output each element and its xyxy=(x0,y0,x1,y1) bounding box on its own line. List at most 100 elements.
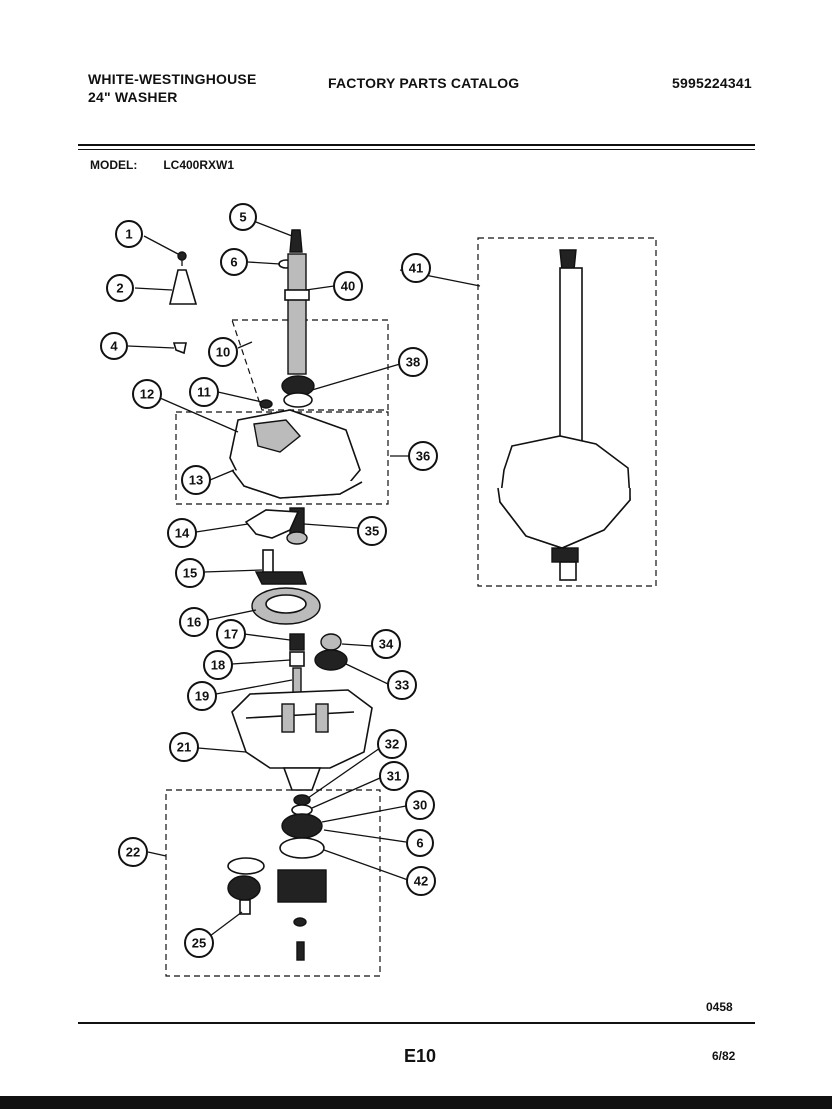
callout-6-top: 6 xyxy=(220,248,248,276)
svg-text:13: 13 xyxy=(189,473,203,488)
clip-part xyxy=(172,342,187,355)
callout-5: 5 xyxy=(229,203,257,231)
svg-text:2: 2 xyxy=(116,281,123,296)
model-line: MODEL: LC400RXW1 xyxy=(90,158,234,172)
agitator-cap-part xyxy=(168,269,198,305)
footer-rule xyxy=(78,1022,755,1024)
group-box-10 xyxy=(231,319,389,411)
svg-text:16: 16 xyxy=(187,615,201,630)
svg-text:34: 34 xyxy=(379,637,394,652)
callout-19: 19 xyxy=(187,681,217,711)
catalog-number: 5995224341 xyxy=(672,75,752,91)
svg-text:4: 4 xyxy=(110,339,118,354)
svg-text:42: 42 xyxy=(414,874,428,889)
group-box-41 xyxy=(477,237,657,587)
callout-4: 4 xyxy=(100,332,128,360)
svg-text:30: 30 xyxy=(413,798,427,813)
model-number: LC400RXW1 xyxy=(163,158,235,172)
gear-collar-part xyxy=(289,633,305,651)
idler-gear-part xyxy=(320,633,342,651)
svg-text:12: 12 xyxy=(140,387,154,402)
svg-text:25: 25 xyxy=(192,936,206,951)
svg-text:38: 38 xyxy=(406,355,420,370)
svg-text:41: 41 xyxy=(409,261,423,276)
svg-text:32: 32 xyxy=(385,737,399,752)
svg-text:6: 6 xyxy=(416,836,423,851)
callout-10: 10 xyxy=(208,337,238,367)
pulley-part xyxy=(227,875,261,901)
callout-31: 31 xyxy=(379,761,409,791)
diagram-code: 0458 xyxy=(706,1000,733,1014)
callout-33: 33 xyxy=(387,670,417,700)
page-number: E10 xyxy=(404,1046,437,1066)
callout-34: 34 xyxy=(371,629,401,659)
thrust-washer-part xyxy=(279,837,325,859)
catalog-date: 6/82 xyxy=(712,1049,736,1063)
crank-arm-part xyxy=(254,571,307,585)
callout-16: 16 xyxy=(179,607,209,637)
clutch-part-30 xyxy=(281,813,323,839)
callout-22: 22 xyxy=(118,837,148,867)
header-rule xyxy=(78,144,755,146)
clutch-drum-part xyxy=(277,869,327,903)
svg-text:1: 1 xyxy=(125,227,132,242)
brand-name: WHITE-WESTINGHOUSE xyxy=(88,71,257,87)
svg-text:11: 11 xyxy=(197,385,211,400)
scan-edge-bar xyxy=(0,1096,832,1109)
callout-32: 32 xyxy=(377,729,407,759)
bearing-part-32 xyxy=(293,794,311,806)
bolt-part xyxy=(296,941,305,961)
svg-text:31: 31 xyxy=(387,769,401,784)
shaft-tip-part xyxy=(289,229,303,253)
svg-text:21: 21 xyxy=(177,740,191,755)
svg-text:6: 6 xyxy=(230,255,237,270)
callout-25: 25 xyxy=(184,928,214,958)
catalog-title: FACTORY PARTS CATALOG xyxy=(328,75,520,91)
callout-12: 12 xyxy=(132,379,162,409)
callout-30: 30 xyxy=(405,790,435,820)
snap-ring-part xyxy=(227,857,265,875)
crank-pin-part xyxy=(262,549,274,575)
header-rule-thin xyxy=(78,149,755,150)
callout-14: 14 xyxy=(167,518,197,548)
svg-text:15: 15 xyxy=(183,566,197,581)
callout-21: 21 xyxy=(169,732,199,762)
svg-text:19: 19 xyxy=(195,689,209,704)
svg-text:35: 35 xyxy=(365,524,379,539)
callout-11: 11 xyxy=(189,377,219,407)
callout-13: 13 xyxy=(181,465,211,495)
callout-15: 15 xyxy=(175,558,205,588)
callout-36: 36 xyxy=(408,441,438,471)
callout-41: 41 xyxy=(401,253,431,283)
nut-part xyxy=(293,917,307,927)
screw-part xyxy=(177,251,187,266)
callout-2: 2 xyxy=(106,274,134,302)
washer-part xyxy=(259,399,273,409)
agitator-shaft-part xyxy=(287,253,307,375)
transmission-assembly-part xyxy=(497,249,631,581)
gear-case-neck-part xyxy=(282,767,322,791)
callout-6-bottom: 6 xyxy=(406,829,434,857)
callout-40: 40 xyxy=(333,271,363,301)
svg-text:18: 18 xyxy=(211,658,225,673)
product-name: 24" WASHER xyxy=(88,89,178,105)
gear-case-part xyxy=(231,689,373,769)
svg-text:14: 14 xyxy=(175,526,190,541)
svg-text:5: 5 xyxy=(239,210,246,225)
callout-17: 17 xyxy=(216,619,246,649)
callout-35: 35 xyxy=(357,516,387,546)
callout-1: 1 xyxy=(115,220,143,248)
svg-text:22: 22 xyxy=(126,845,140,860)
svg-text:40: 40 xyxy=(341,279,355,294)
callout-38: 38 xyxy=(398,347,428,377)
set-screw-part xyxy=(239,899,251,915)
callout-18: 18 xyxy=(203,650,233,680)
svg-text:10: 10 xyxy=(216,345,230,360)
spacer-part xyxy=(289,651,305,667)
bracket-part xyxy=(244,509,300,539)
svg-text:17: 17 xyxy=(224,627,238,642)
svg-text:36: 36 xyxy=(416,449,430,464)
model-label: MODEL: xyxy=(90,158,138,172)
